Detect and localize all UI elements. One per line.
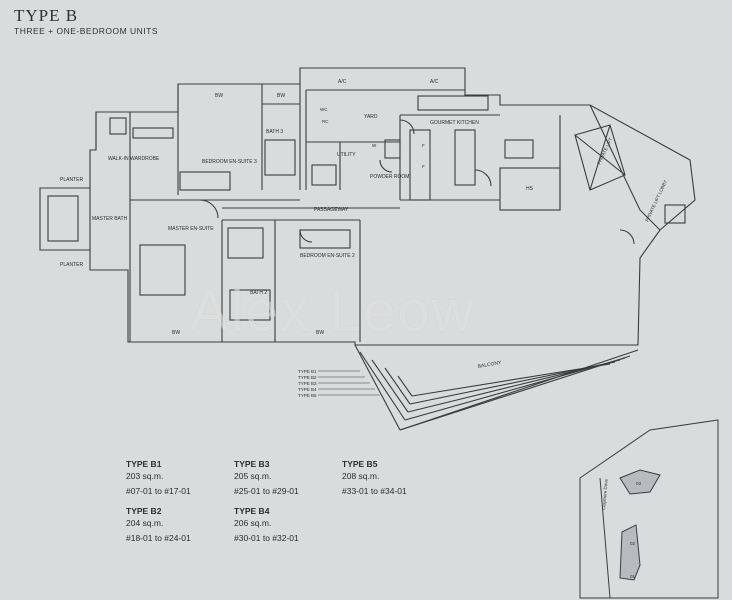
unit-type-b1: TYPE B1 203 sq.m. #07-01 to #17-01 (126, 458, 191, 497)
unit-type-units: #33-01 to #34-01 (342, 486, 407, 496)
balcony-type-b5: TYPE B5 (298, 393, 317, 398)
planter-top-label: PLANTER (60, 177, 83, 183)
unit-type-name: TYPE B2 (126, 506, 162, 516)
site-block-01: 01 (630, 574, 636, 579)
unit-type-units: #30-01 to #32-01 (234, 533, 299, 543)
wc-label: WC (320, 107, 328, 112)
yard-label: YARD (364, 114, 378, 120)
outer-wall (39, 67, 696, 346)
unit-type-name: TYPE B4 (234, 506, 270, 516)
ac-left-label: A/C (338, 79, 347, 85)
unit-type-b5: TYPE B5 208 sq.m. #33-01 to #34-01 (342, 458, 407, 497)
bedroom-ensuite3-label: BEDROOM EN-SUITE 3 (202, 159, 257, 165)
gourmet-kitchen-label: GOURMET KITCHEN (430, 120, 479, 126)
road-label: Claymore Drive (601, 478, 609, 510)
master-bath-label: MASTER BATH (92, 216, 128, 222)
site-block-02: 02 (630, 541, 636, 546)
site-block-03: 03 (636, 481, 642, 486)
unit-type-units: #18-01 to #24-01 (126, 533, 191, 543)
unit-type-units: #25-01 to #29-01 (234, 486, 299, 496)
unit-type-area: 204 sq.m. (126, 518, 164, 528)
balcony-type-b1: TYPE B1 (298, 369, 317, 374)
planter-bottom-label: PLANTER (60, 262, 83, 268)
fridge-f2-label: F (422, 164, 425, 169)
w-label: W (372, 143, 377, 148)
unit-type-area: 205 sq.m. (234, 471, 272, 481)
passageway-label: PASSAGEWAY (314, 207, 349, 213)
balcony-label: BALCONY (477, 360, 502, 370)
unit-type-units: #07-01 to #17-01 (126, 486, 191, 496)
bw-top-right-label: BW (277, 93, 285, 99)
unit-type-b3: TYPE B3 205 sq.m. #25-01 to #29-01 (234, 458, 299, 497)
balcony-type-b3: TYPE B3 (298, 381, 317, 386)
balcony-type-b2: TYPE B2 (298, 375, 317, 380)
master-ensuite-label: MASTER EN-SUITE (168, 226, 214, 232)
ac-right-label: A/C (430, 79, 439, 85)
walk-in-wardrobe-label: WALK-IN WARDROBE (108, 156, 160, 162)
balcony-type-b4: TYPE B4 (298, 387, 317, 392)
unit-type-b4: TYPE B4 206 sq.m. #30-01 to #32-01 (234, 505, 299, 544)
bedroom-ensuite2-label: BEDROOM EN-SUITE 2 (300, 253, 355, 259)
unit-type-area: 203 sq.m. (126, 471, 164, 481)
unit-type-area: 208 sq.m. (342, 471, 380, 481)
site-plan (579, 419, 719, 599)
bath3-label: BATH 3 (266, 129, 283, 135)
hs-label: HS (526, 186, 534, 192)
page-subtitle: THREE + ONE-BEDROOM UNITS (14, 26, 159, 36)
unit-type-name: TYPE B3 (234, 459, 270, 469)
bw-master-label: BW (172, 330, 180, 336)
page-title: TYPE B (14, 6, 79, 25)
unit-type-name: TYPE B5 (342, 459, 378, 469)
utility-label: UTILITY (337, 152, 356, 158)
rc-label: RC (322, 119, 329, 124)
unit-type-name: TYPE B1 (126, 459, 162, 469)
bath2-label: BATH 2 (250, 290, 267, 296)
fridge-f1-label: F (422, 143, 425, 148)
bw-bottom-label: BW (316, 330, 324, 336)
unit-type-b2: TYPE B2 204 sq.m. #18-01 to #24-01 (126, 505, 191, 544)
powder-room-label: POWDER ROOM (370, 174, 409, 180)
unit-type-area: 206 sq.m. (234, 518, 272, 528)
bw-top-left-label: BW (215, 93, 223, 99)
